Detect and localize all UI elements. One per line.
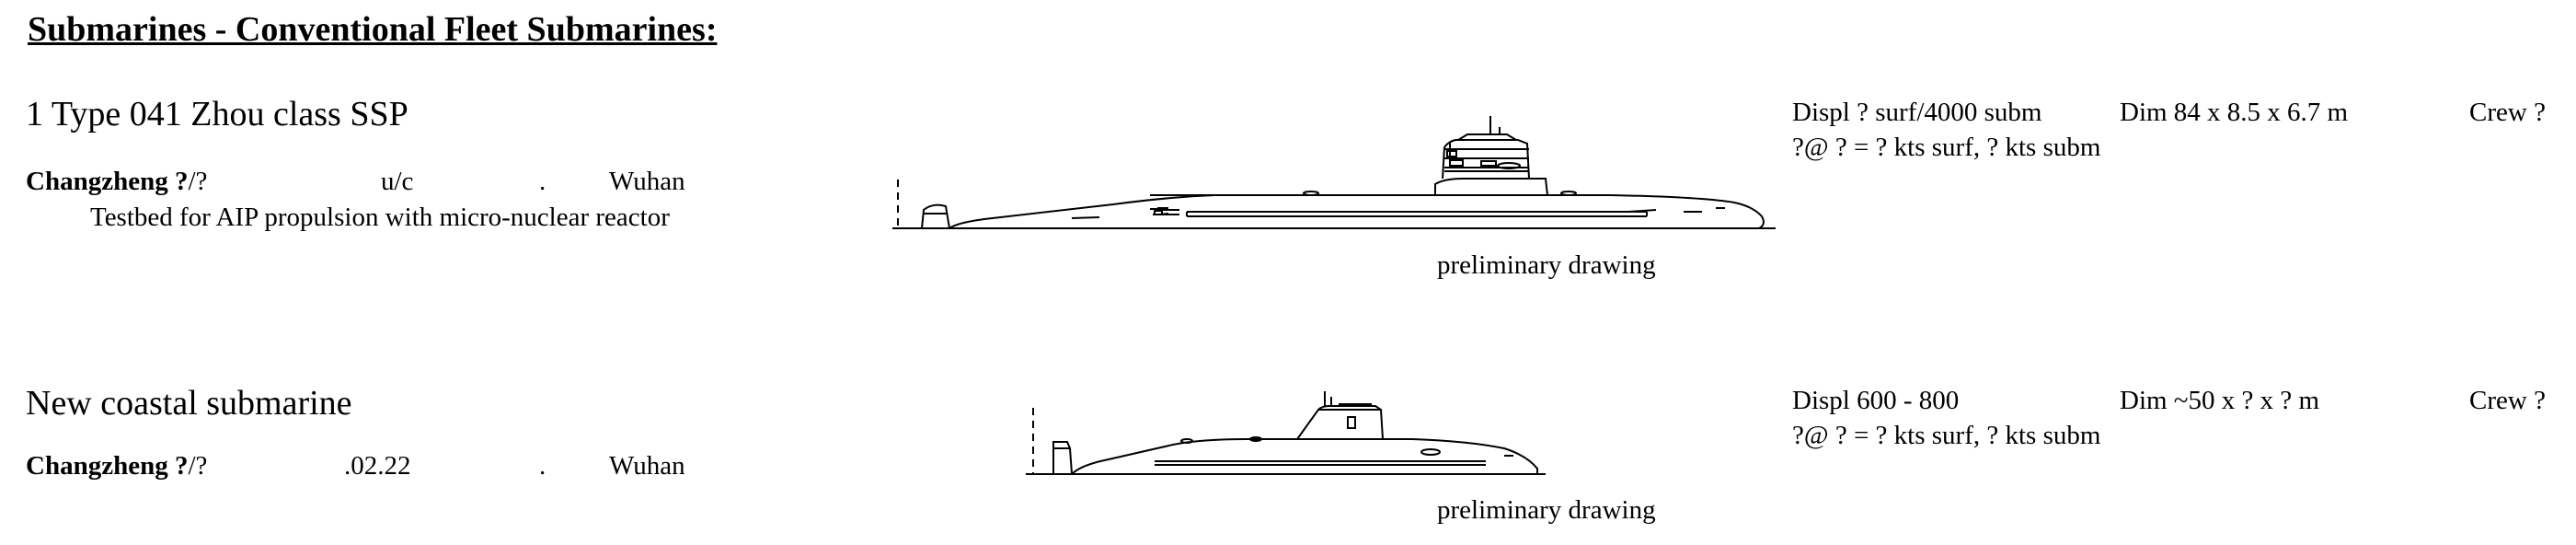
spec-speed: ?@ ? = ? kts surf, ? kts subm — [1792, 421, 2101, 450]
submarine-profile-icon — [1026, 391, 1546, 475]
ship-name: Changzheng ? — [26, 167, 189, 196]
ship-note: Testbed for AIP propulsion with micro-nu… — [90, 203, 670, 232]
drawing-caption-zhou: preliminary drawing — [1437, 250, 1656, 280]
submarine-profile-icon — [892, 116, 1776, 229]
page-heading: Submarines - Conventional Fleet Submarin… — [28, 10, 718, 49]
class-title-coastal: New coastal submarine — [26, 384, 352, 423]
spec-dimensions: Dim 84 x 8.5 x 6.7 m — [2120, 98, 2349, 127]
spec-displacement: Displ ? surf/4000 subm — [1792, 98, 2042, 127]
spec-crew: Crew ? — [2469, 386, 2546, 415]
ship-pennant: /? — [188, 451, 208, 481]
spec-displacement: Displ 600 - 800 — [1792, 386, 1960, 415]
ship-pennant: /? — [188, 167, 208, 196]
ship-date: .02.22 — [344, 451, 411, 481]
drawing-caption-coastal: preliminary drawing — [1437, 495, 1656, 525]
ship-entry-coastal: Changzheng ?/? — [26, 451, 207, 481]
ship-name: Changzheng ? — [26, 451, 189, 481]
spec-crew: Crew ? — [2469, 98, 2546, 127]
ship-builder: Wuhan — [609, 167, 685, 196]
spec-dimensions: Dim ~50 x ? x ? m — [2120, 386, 2320, 415]
ship-builder: Wuhan — [609, 451, 685, 481]
ship-entry-zhou: Changzheng ?/? — [26, 167, 207, 197]
class-title-zhou: 1 Type 041 Zhou class SSP — [26, 95, 408, 133]
ship-date-dot: . — [539, 167, 546, 196]
ship-date: u/c — [381, 167, 414, 196]
spec-speed: ?@ ? = ? kts surf, ? kts subm — [1792, 133, 2101, 162]
ship-date-dot: . — [539, 451, 546, 481]
